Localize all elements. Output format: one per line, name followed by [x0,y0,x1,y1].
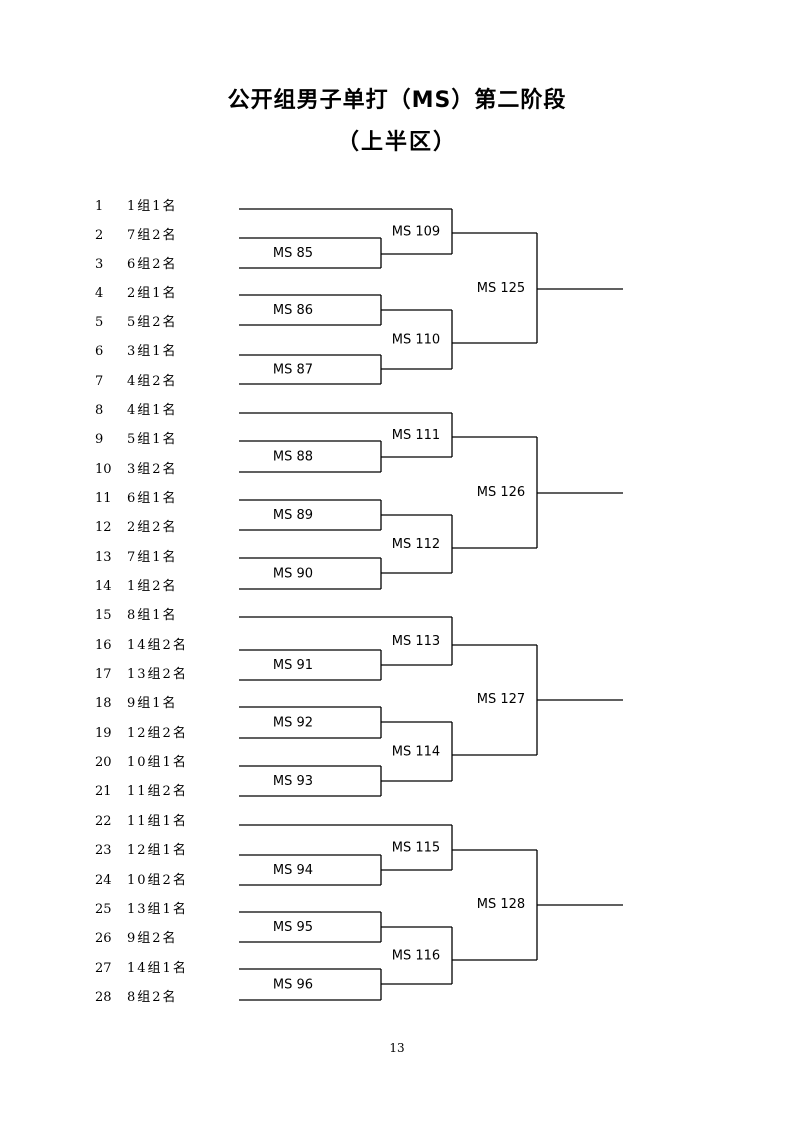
entry-number: 25 [95,902,112,917]
entry-group: 5组2名 [127,315,178,330]
entry-group: 11组1名 [127,814,188,829]
match-label-r1: MS 94 [273,863,313,878]
match-label-r3: MS 125 [477,281,525,296]
entry-number: 6 [95,344,104,359]
entry-group: 10组2名 [127,873,188,888]
entry-number: 10 [95,462,112,477]
entry-number: 2 [95,228,104,243]
entry-number: 27 [95,961,112,976]
entry-group: 2组1名 [127,286,178,301]
entry-group: 5组1名 [127,432,178,447]
entry-group: 3组1名 [127,344,178,359]
entry-group: 1组2名 [127,579,178,594]
match-label-r1: MS 89 [273,508,313,523]
entry-group: 14组2名 [127,638,188,653]
entry-number: 22 [95,814,112,829]
match-label-r1: MS 92 [273,716,313,731]
match-label-r1: MS 93 [273,774,313,789]
page-number: 13 [389,1041,405,1055]
entry-group: 12组1名 [127,843,188,858]
match-label-r3: MS 128 [477,897,525,912]
match-label-r2: MS 113 [392,634,440,649]
match-label-r2: MS 115 [392,841,440,856]
entry-number: 4 [95,286,104,301]
entry-group: 4组1名 [127,403,178,418]
entry-number: 12 [95,520,112,535]
entry-group: 4组2名 [127,374,178,389]
entry-group: 13组2名 [127,667,188,682]
entry-number: 8 [95,403,104,418]
match-label-r1: MS 95 [273,920,313,935]
match-label-r1: MS 86 [273,303,313,318]
match-label-r2: MS 112 [392,537,440,552]
entry-group: 7组1名 [127,550,178,565]
entry-number: 19 [95,726,112,741]
entry-group: 14组1名 [127,961,188,976]
entry-number: 16 [95,638,112,653]
match-label-r1: MS 91 [273,658,313,673]
entry-group: 9组1名 [127,696,178,711]
entry-number: 26 [95,931,112,946]
entry-group: 2组2名 [127,520,178,535]
page-title: 公开组男子单打（MS）第二阶段 [227,88,567,113]
entry-group: 7组2名 [127,228,178,243]
entry-number: 21 [95,784,112,799]
entry-group: 1组1名 [127,199,178,214]
entry-number: 28 [95,990,112,1005]
entry-group: 10组1名 [127,755,188,770]
entry-number: 15 [95,608,112,623]
entry-number: 20 [95,755,112,770]
match-label-r2: MS 114 [392,745,440,760]
match-label-r1: MS 87 [273,363,313,378]
entry-number: 7 [95,374,104,389]
match-label-r2: MS 111 [392,428,440,443]
entry-number: 24 [95,873,112,888]
match-label-r2: MS 116 [392,949,440,964]
entry-number: 17 [95,667,112,682]
match-label-r1: MS 88 [273,450,313,465]
match-label-r1: MS 96 [273,978,313,993]
entry-group: 8组2名 [127,990,178,1005]
entry-number: 5 [95,315,104,330]
match-label-r3: MS 127 [477,692,525,707]
page-subtitle: （上半区） [336,130,457,155]
entry-group: 13组1名 [127,902,188,917]
entry-group: 11组2名 [127,784,188,799]
entry-group: 6组2名 [127,257,178,272]
match-label-r2: MS 109 [392,225,440,240]
entry-number: 13 [95,550,112,565]
match-label-r3: MS 126 [477,485,525,500]
match-label-r1: MS 85 [273,246,313,261]
match-label-r1: MS 90 [273,567,313,582]
entry-group: 8组1名 [127,608,178,623]
entry-number: 11 [95,491,112,506]
entry-number: 18 [95,696,112,711]
match-label-r2: MS 110 [392,333,440,348]
entry-number: 14 [95,579,112,594]
entry-number: 3 [95,257,104,272]
entry-number: 1 [95,199,104,214]
entry-number: 23 [95,843,112,858]
entry-group: 3组2名 [127,462,178,477]
entry-group: 6组1名 [127,491,178,506]
entry-number: 9 [95,432,104,447]
entry-group: 9组2名 [127,931,178,946]
entry-group: 12组2名 [127,726,188,741]
